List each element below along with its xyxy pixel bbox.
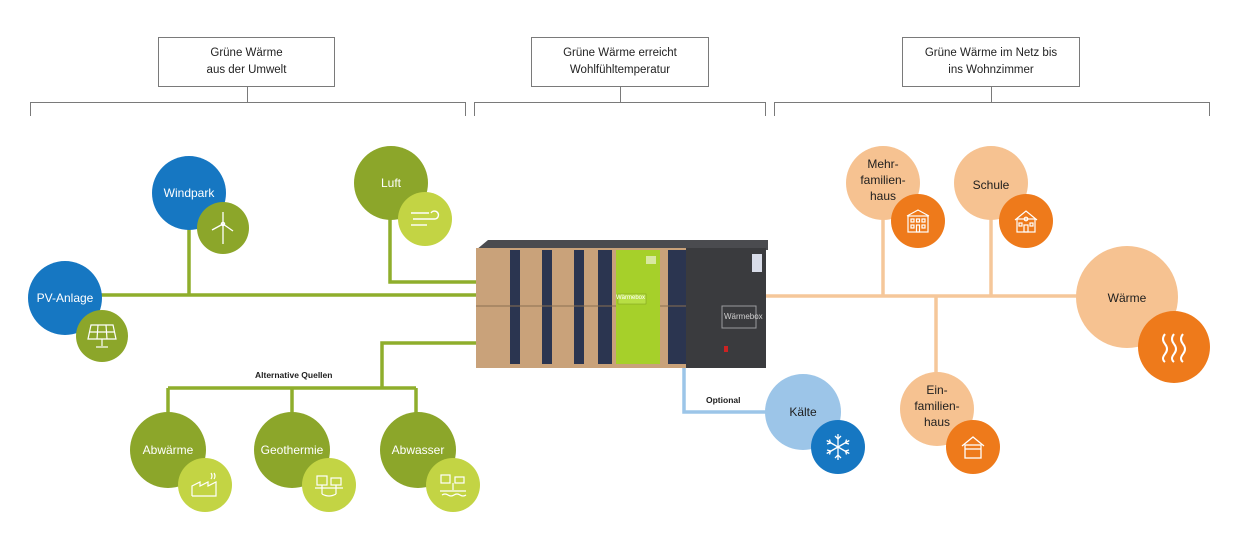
house-icon — [946, 420, 1000, 474]
header-right: Grüne Wärme im Netz bis ins Wohnzimmer — [902, 37, 1080, 87]
header-middle: Grüne Wärme erreicht Wohlfühltemperatur — [531, 37, 709, 87]
waermebox-front-label: Wärmebox — [616, 295, 646, 301]
schule-label: Schule — [972, 178, 1010, 192]
apartment-building-icon — [891, 194, 945, 248]
bracket-left — [30, 102, 466, 116]
header-left: Grüne Wärme aus der Umwelt — [158, 37, 335, 87]
alternative-quellen-label: Alternative Quellen — [255, 370, 333, 380]
school-icon — [999, 194, 1053, 248]
windpark-label: Windpark — [163, 186, 215, 200]
air-icon — [398, 192, 452, 246]
abwaerme-label: Abwärme — [142, 443, 194, 457]
waerme-label: Wärme — [1107, 291, 1147, 305]
luft-label: Luft — [380, 176, 401, 190]
geothermal-icon — [302, 458, 356, 512]
mehrfamilienhaus-label: Mehr- familien- haus — [860, 157, 906, 204]
header-left-stem — [247, 87, 248, 102]
bracket-right — [774, 102, 1210, 116]
solar-panel-icon — [76, 310, 128, 362]
bracket-middle — [474, 102, 766, 116]
waermebox-container — [476, 240, 768, 368]
geothermie-label: Geothermie — [260, 443, 324, 457]
kaelte-label: Kälte — [789, 405, 817, 419]
pv-anlage-label: PV-Anlage — [36, 291, 94, 305]
wastewater-icon — [426, 458, 480, 512]
abwasser-label: Abwasser — [391, 443, 445, 457]
snowflake-icon — [811, 420, 865, 474]
header-middle-stem — [620, 87, 621, 102]
waermebox-side-label: Wärmebox — [724, 312, 763, 321]
wind-turbine-icon — [197, 202, 249, 254]
heat-waves-icon — [1138, 311, 1210, 383]
einfamilienhaus-label: Ein- familien- haus — [914, 383, 960, 430]
factory-icon — [178, 458, 232, 512]
optional-label: Optional — [706, 395, 741, 405]
header-right-stem — [991, 87, 992, 102]
